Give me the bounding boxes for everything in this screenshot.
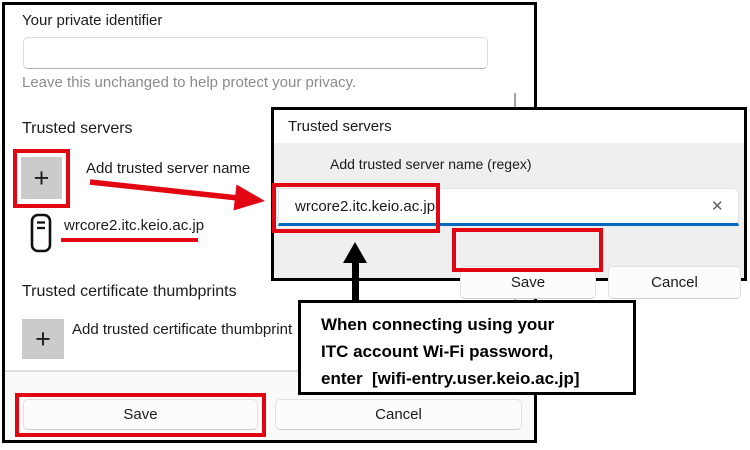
private-identifier-label: Your private identifier [22,12,163,29]
clear-input-icon[interactable]: ✕ [711,198,724,215]
annotation-red-underline [61,238,198,242]
plus-icon: + [35,323,51,354]
dialog-cancel-button[interactable]: Cancel [608,266,741,299]
note-line: enter [wifi-entry.user.keio.ac.jp] [321,369,580,388]
window-cancel-button[interactable]: Cancel [275,399,522,430]
trusted-thumbprints-heading: Trusted certificate thumbprints [22,283,237,300]
plus-icon: + [33,162,50,193]
window-save-button[interactable]: Save [23,399,258,430]
trusted-server-entry: wrcore2.itc.keio.ac.jp [64,217,205,234]
add-trusted-server-button[interactable]: + [21,157,62,199]
annotation-red-box-add-server [13,149,70,208]
dialog-body: Add trusted server name (regex) ✕ Save C… [274,143,744,299]
add-thumbprint-button[interactable]: + [22,319,64,359]
annotation-red-box-dialog-input [272,183,440,233]
add-thumbprint-label: Add trusted certificate thumbprint [72,321,293,338]
annotation-red-box-dialog-save [452,228,603,272]
trusted-servers-heading: Trusted servers [22,120,133,137]
note-line: ITC account Wi-Fi password, [321,342,554,361]
privacy-hint-text: Leave this unchanged to help protect you… [22,74,357,91]
footer-divider [5,370,534,372]
dialog-server-name-input[interactable] [278,188,739,226]
note-line: When connecting using your [321,315,555,334]
dialog-title: Trusted servers [288,118,392,135]
annotation-red-box-window-save [15,393,266,437]
private-identifier-input[interactable] [23,37,488,69]
annotation-note-box: When connecting using your ITC account W… [298,300,636,395]
add-trusted-server-label: Add trusted server name [86,160,251,177]
server-icon [30,213,52,253]
dialog-field-label: Add trusted server name (regex) [330,156,532,172]
